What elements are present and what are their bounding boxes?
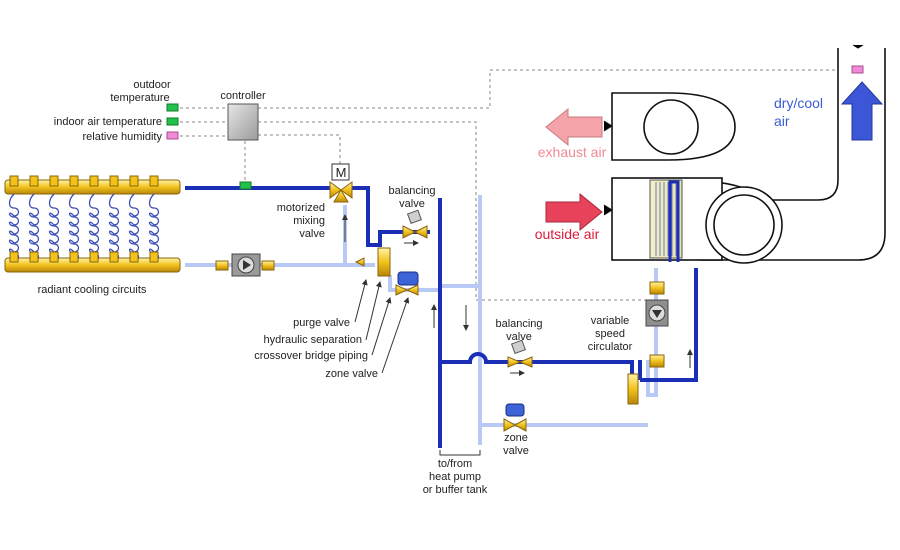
label-motorized-2: mixing [293,215,325,227]
zone-valve-left [395,271,419,296]
circuit-valve [69,175,79,187]
label-to-from-3: or buffer tank [423,484,488,496]
circuit-valve [149,251,159,263]
hydraulic-separation-tee [354,247,391,277]
label-motorized-3: valve [299,228,325,240]
label-zone-valve-bottom-2: valve [503,445,529,457]
radiant-circuit-loop [48,193,60,262]
circuit-valve [109,175,119,187]
circuit-valve [29,175,39,187]
circuit-valve [9,251,19,263]
variable-speed-circulator [627,281,669,405]
label-mixing-valve-motor: M [336,165,347,180]
label-purge-valve: purge valve [293,317,350,329]
label-radiant-cooling: radiant cooling circuits [38,284,147,296]
label-exhaust-air: exhaust air [538,144,607,160]
label-zone-valve-left: zone valve [325,368,378,380]
humidity-sensor [166,131,179,140]
label-balancing-top-2: valve [399,198,425,210]
radiant-circuit-loops [8,175,160,263]
radiant-circuit-loop [88,193,100,262]
radiant-circuit-loop [128,193,140,262]
label-balancing-mid-2: valve [506,331,532,343]
circuit-valve [9,175,19,187]
circuit-valve [89,251,99,263]
label-outside-air: outside air [535,226,600,242]
label-hydraulic-separation: hydraulic separation [264,334,362,346]
duct-humidity-sensor [851,65,864,74]
label-indoor-air-temp: indoor air temperature [54,116,162,128]
supply-temp-sensor [239,181,252,190]
circuit-valve [49,251,59,263]
circuit-valve [69,251,79,263]
label-balancing-mid-1: balancing [495,318,542,330]
exhaust-air-arrow [545,107,603,147]
to-from-bracket [439,450,481,456]
circuit-valve [129,175,139,187]
label-variable-2: speed [595,328,625,340]
leader-lines [354,279,410,374]
motorized-mixing-valve [329,163,353,203]
circuit-valve [49,175,59,187]
radiant-circuit-loop [148,193,160,262]
duct-breaks [603,44,864,216]
label-motorized-1: motorized [277,202,325,214]
circuit-valve [149,175,159,187]
label-zone-valve-bottom-1: zone [504,432,528,444]
label-to-from-2: heat pump [429,471,481,483]
balancing-valve-mid [507,339,533,368]
manifold-circulator [215,253,275,277]
label-outdoor-temp-1: outdoor [133,79,171,91]
radiant-circuit-loop [8,193,20,262]
label-to-from-1: to/from [438,458,472,470]
indoor-temp-sensor [166,117,179,126]
radiant-circuit-loop [108,193,120,262]
circuit-valve [29,251,39,263]
dry-cool-air-arrow [840,81,884,141]
radiant-circuit-loop [28,193,40,262]
label-dry-cool-1: dry/cool [774,95,823,111]
air-handler [611,48,886,264]
coil-supply-loop [668,180,680,262]
label-outdoor-temp-2: temperature [110,92,169,104]
circuit-valve [109,251,119,263]
label-dry-cool-2: air [774,113,790,129]
circuit-valve [129,251,139,263]
outdoor-temp-sensor [166,103,179,112]
balancing-valve-top [402,209,428,239]
controller-box [227,103,259,141]
coil-fins [655,182,677,256]
label-variable-3: circulator [588,341,633,353]
label-crossover-bridge: crossover bridge piping [254,350,368,362]
label-balancing-top-1: balancing [388,185,435,197]
label-controller: controller [220,90,266,102]
zone-valve-bottom [503,403,527,432]
outside-air-arrow [545,192,603,232]
label-variable-1: variable [591,315,630,327]
radiant-circuit-loop [68,193,80,262]
circuit-valve [89,175,99,187]
label-relative-humidity: relative humidity [83,131,163,143]
